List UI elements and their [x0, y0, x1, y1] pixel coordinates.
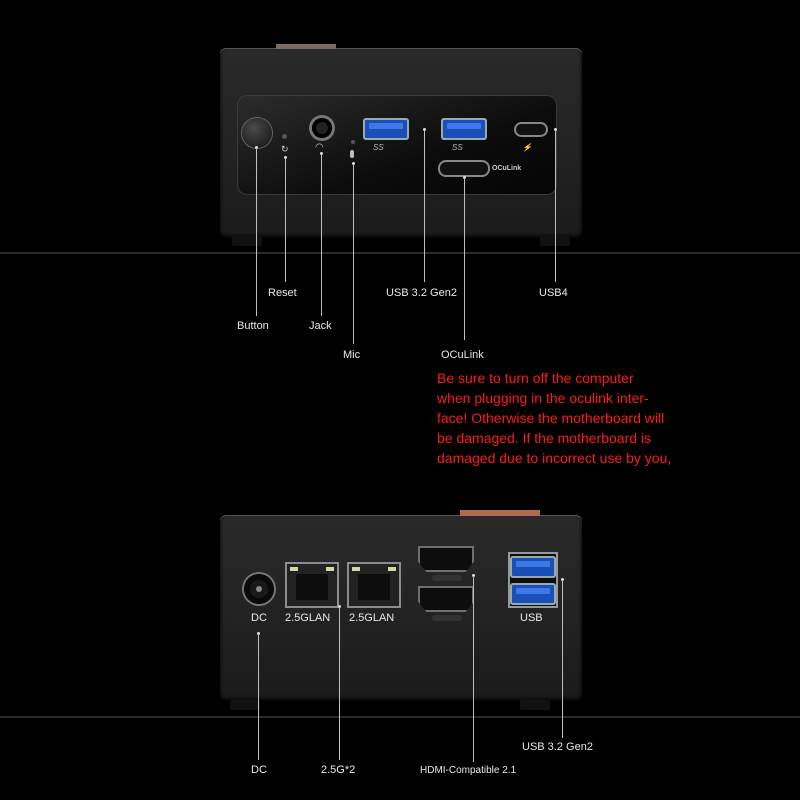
port-label-lan1: 2.5GLAN	[285, 612, 331, 624]
warning-line: face! Otherwise the motherboard will	[437, 410, 665, 426]
usb-a-port[interactable]	[510, 583, 556, 605]
port-label-lan2: 2.5GLAN	[349, 612, 395, 624]
hdmi-port[interactable]	[418, 586, 474, 612]
callout-dot	[352, 162, 355, 165]
callout-dot	[255, 146, 258, 149]
callout-line	[424, 130, 425, 282]
device-foot	[520, 700, 550, 710]
callout-line	[256, 148, 257, 316]
top-shelf	[0, 252, 800, 254]
label-button: Button	[237, 320, 269, 332]
callout-line	[339, 607, 340, 760]
callout-line	[473, 576, 474, 762]
ethernet-port[interactable]	[285, 562, 339, 608]
label-reset: Reset	[268, 287, 297, 299]
rear-panel-device	[220, 515, 582, 701]
callout-dot	[284, 156, 287, 159]
usb-a-port[interactable]	[441, 118, 487, 140]
callout-dot	[338, 605, 341, 608]
callout-dot	[561, 578, 564, 581]
port-label-usb: USB	[520, 612, 543, 624]
callout-line	[464, 178, 465, 340]
thunderbolt-icon: ⚡	[522, 143, 532, 152]
reset-icon: ↻	[281, 144, 289, 154]
reset-pinhole[interactable]	[282, 134, 287, 139]
mic-hole	[351, 140, 355, 144]
power-button[interactable]	[242, 118, 272, 148]
front-glossy-panel	[237, 95, 557, 195]
hdmi-port[interactable]	[418, 546, 474, 572]
callout-dot	[463, 176, 466, 179]
callout-dot	[554, 128, 557, 131]
device-foot	[232, 236, 262, 246]
label-usb32: USB 3.2 Gen2	[386, 287, 457, 299]
mic-icon	[350, 150, 354, 158]
headphone-icon: ◠	[315, 142, 324, 153]
warning-line: damaged due to incorrect use by you,	[437, 450, 672, 466]
warning-line: be damaged. If the motherboard is	[437, 430, 652, 446]
callout-dot	[472, 574, 475, 577]
warning-line: Be sure to turn off the computer	[437, 370, 634, 386]
top-vent	[460, 510, 540, 516]
callout-hdmi: HDMI-Compatible 2.1	[420, 765, 517, 776]
port-label-dc: DC	[251, 612, 267, 624]
callout-dot	[320, 152, 323, 155]
callout-lan: 2.5G*2	[321, 764, 356, 776]
callout-dot	[257, 632, 260, 635]
callout-line	[555, 130, 556, 282]
usb-c-port[interactable]	[516, 124, 546, 135]
label-jack: Jack	[309, 320, 332, 332]
device-foot	[230, 700, 260, 710]
usb-a-port[interactable]	[363, 118, 409, 140]
callout-usb32: USB 3.2 Gen2	[522, 741, 593, 753]
callout-line	[258, 634, 259, 760]
callout-dot	[423, 128, 426, 131]
callout-line	[353, 164, 354, 344]
label-usb4: USB4	[539, 287, 568, 299]
oculink-port[interactable]	[440, 162, 488, 175]
oculink-print: OCuLink	[492, 165, 522, 172]
ethernet-port[interactable]	[347, 562, 401, 608]
callout-line	[321, 154, 322, 316]
bottom-shelf	[0, 716, 800, 718]
top-vent	[276, 44, 336, 49]
callout-dc: DC	[251, 764, 267, 776]
label-mic: Mic	[343, 349, 361, 361]
ss-logo: SS	[373, 143, 384, 152]
warning-line: when plugging in the oculink inter-	[437, 390, 649, 406]
callout-line	[562, 580, 563, 738]
callout-line	[285, 158, 286, 282]
ss-logo: SS	[452, 143, 463, 152]
label-oculink: OCuLink	[441, 349, 484, 361]
oculink-warning: Be sure to turn off the computer when pl…	[437, 368, 727, 468]
dc-pin	[256, 586, 262, 592]
usb-a-port[interactable]	[510, 556, 556, 578]
hdmi-reflection	[432, 575, 462, 581]
hdmi-reflection	[432, 615, 462, 621]
audio-jack[interactable]	[312, 118, 332, 138]
